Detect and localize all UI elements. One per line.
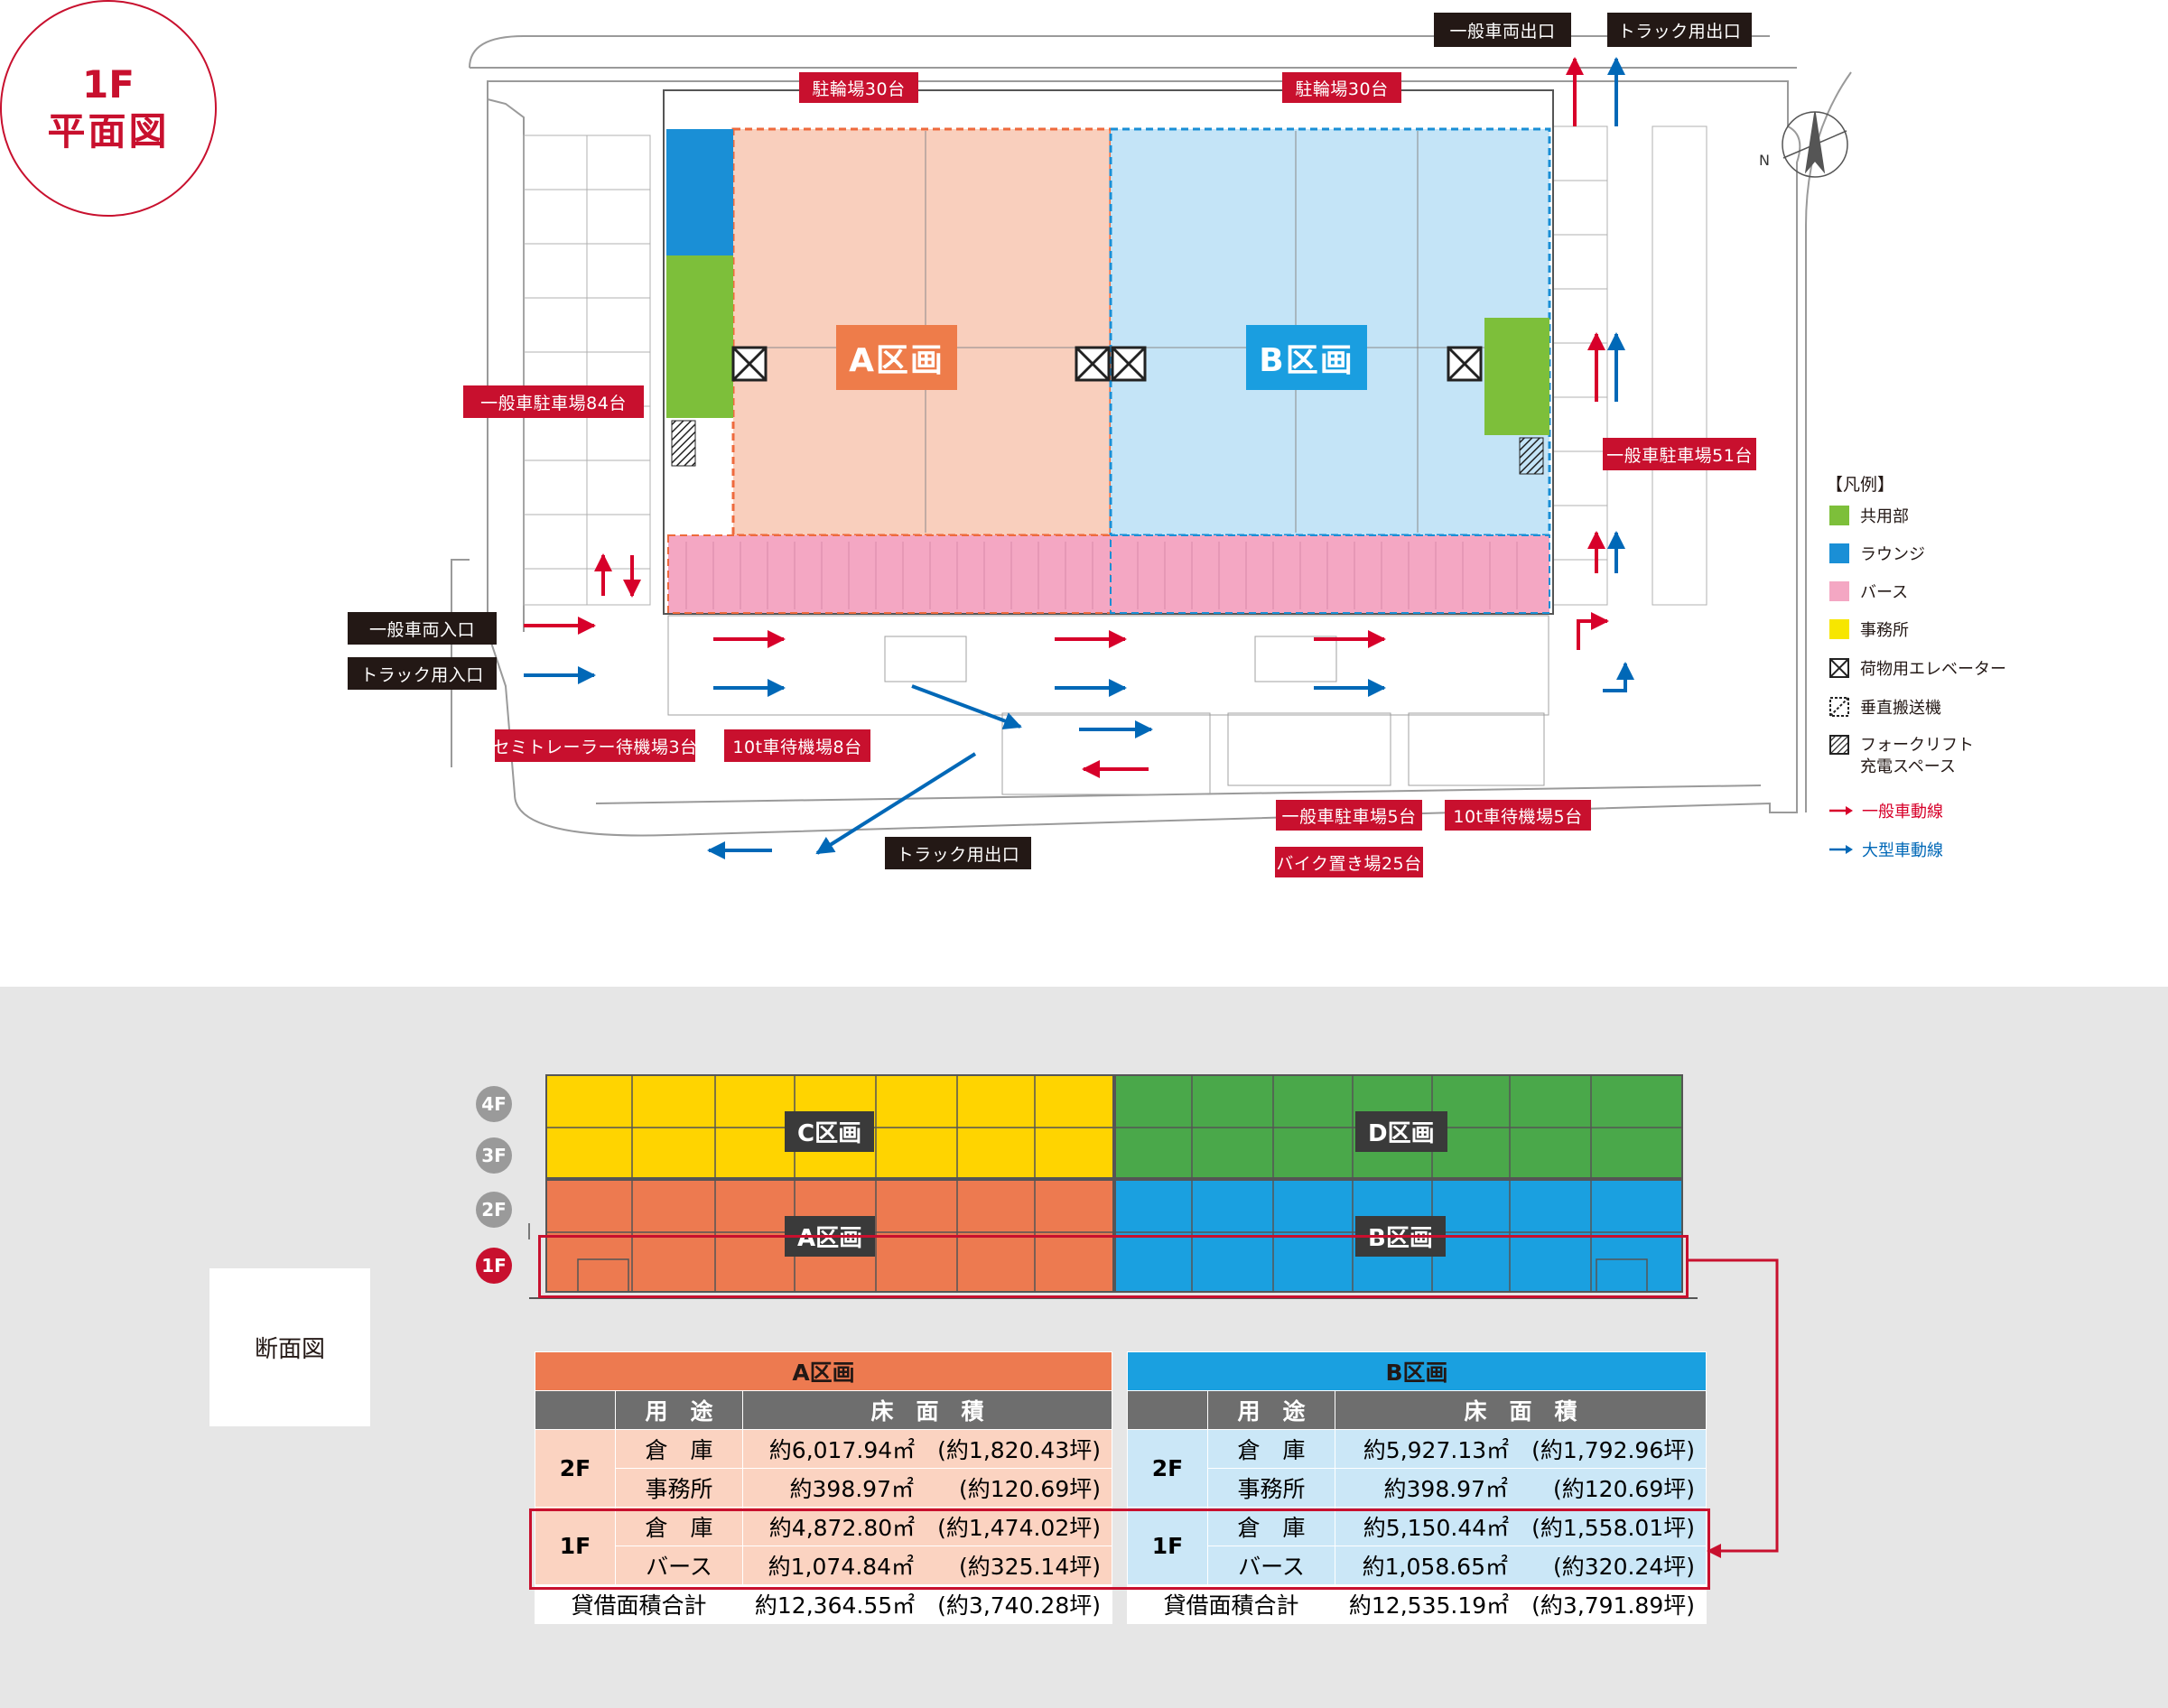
common-area-a	[666, 255, 733, 418]
badge-bike-25: バイク置き場25台	[1275, 847, 1423, 877]
badge-truck-exit-top: トラック用出口	[1607, 13, 1752, 47]
legend-item-forklift: フォークリフト 充電スペース	[1829, 735, 1974, 778]
legend-item-common: 共用部	[1829, 504, 1909, 527]
section-drawing-lines	[528, 1074, 1698, 1299]
section-caption: 断面図	[254, 1336, 325, 1363]
table-a-row-area: 約6,017.94㎡ (約1,820.43坪)	[742, 1429, 1112, 1469]
legend-item-general-flow: 一般車動線	[1829, 799, 1943, 822]
table-a-col-area: 床 面 積	[742, 1390, 1112, 1430]
floor-badge-2f: 2F	[476, 1192, 512, 1228]
badge-bike-b: 駐輪場30台	[1282, 72, 1401, 103]
section-label-d: D区画	[1355, 1111, 1447, 1152]
table-a-row-area: 約398.97㎡ (約120.69坪)	[742, 1468, 1112, 1508]
table-a-col-use: 用 途	[615, 1390, 743, 1430]
lounge-area	[666, 129, 733, 255]
table-b-col-area: 床 面 積	[1335, 1390, 1707, 1430]
floor-title-text: 平面図	[47, 109, 170, 153]
floor-plan-drawing	[451, 35, 1852, 859]
table-a-total-label: 貸借面積合計	[535, 1584, 743, 1624]
large-vehicle-flow	[524, 57, 1634, 859]
floor-title-badge: 1F 平面図	[0, 0, 217, 217]
section-1f-highlight	[538, 1235, 1689, 1298]
table-b-corner	[1127, 1390, 1208, 1430]
table-a-row-area: 約1,074.84㎡ (約325.14坪)	[742, 1546, 1112, 1585]
badge-truck-entry: トラック用入口	[348, 657, 497, 690]
legend-swatch-berth	[1829, 581, 1849, 601]
north-compass	[1782, 111, 1848, 178]
legend-swatch-lounge	[1829, 543, 1849, 563]
table-a-row-use: バース	[615, 1546, 743, 1585]
legend-title: 【凡例】	[1826, 475, 1895, 495]
badge-parking-84: 一般車駐車場84台	[463, 385, 644, 418]
table-b-row-area: 約1,058.65㎡ (約320.24坪)	[1335, 1546, 1707, 1585]
table-b-col-use: 用 途	[1207, 1390, 1335, 1430]
legend-item-office: 事務所	[1829, 617, 1909, 641]
berth-a	[667, 534, 1112, 614]
table-a-header: A区画	[535, 1351, 1112, 1391]
table-b-header: B区画	[1127, 1351, 1707, 1391]
table-b-total-area: 約12,535.19㎡ (約3,791.89坪)	[1335, 1584, 1707, 1624]
table-a-row-use: 事務所	[615, 1468, 743, 1508]
table-b-total-label: 貸借面積合計	[1127, 1584, 1335, 1624]
table-b-row-area: 約5,927.13㎡ (約1,792.96坪)	[1335, 1429, 1707, 1469]
badge-parking-51: 一般車駐車場51台	[1603, 438, 1756, 470]
table-b-row-use: 事務所	[1207, 1468, 1335, 1508]
table-a-total-area: 約12,364.55㎡ (約3,740.28坪)	[742, 1584, 1112, 1624]
forklift-charge-b	[1519, 437, 1544, 475]
forklift-charge-icon	[1829, 735, 1849, 755]
legend-item-large-flow: 大型車動線	[1829, 838, 1943, 861]
table-1f-highlight	[529, 1508, 1710, 1590]
general-vehicle-flow	[524, 57, 1609, 778]
table-b-row-area: 約5,150.44㎡ (約1,558.01坪)	[1335, 1507, 1707, 1546]
table-b-row-area: 約398.97㎡ (約120.69坪)	[1335, 1468, 1707, 1508]
elevator-icon	[1829, 658, 1849, 678]
floor-badge-1f: 1F	[476, 1248, 512, 1284]
badge-general-entry: 一般車両入口	[348, 612, 497, 645]
zone-a-label: A区画	[836, 325, 957, 390]
table-a-row-use: 倉 庫	[615, 1507, 743, 1546]
section-label-c: C区画	[785, 1111, 875, 1152]
badge-general-exit: 一般車両出口	[1434, 13, 1571, 47]
legend-item-elevator: 荷物用エレベーター	[1829, 656, 2006, 680]
section-caption-box: 断面図	[209, 1268, 370, 1426]
badge-truck-exit-bottom: トラック用出口	[885, 837, 1031, 869]
forklift-charge-a	[671, 420, 696, 467]
badge-parking-5: 一般車駐車場5台	[1276, 800, 1422, 831]
legend-swatch-common	[1829, 506, 1849, 525]
table-b-row-use: バース	[1207, 1546, 1335, 1585]
arrow-icon	[1829, 806, 1853, 815]
arrow-icon	[1829, 845, 1853, 854]
floor-title-number: 1F	[82, 62, 135, 107]
badge-bike-a: 駐輪場30台	[799, 72, 918, 103]
north-label: N	[1759, 152, 1770, 169]
table-b-floor-2f: 2F	[1127, 1429, 1208, 1508]
floor-badge-3f: 3F	[476, 1137, 512, 1174]
floor-badge-4f: 4F	[476, 1086, 512, 1122]
table-b-row-use: 倉 庫	[1207, 1429, 1335, 1469]
table-a-floor-2f: 2F	[535, 1429, 616, 1508]
legend-item-berth: バース	[1829, 580, 1908, 603]
left-parking-lines	[523, 135, 651, 606]
elevator-icon	[731, 346, 1483, 382]
badge-10t-wait-5: 10t車待機場5台	[1445, 800, 1591, 831]
zone-b-label: B区画	[1246, 325, 1367, 390]
legend-swatch-office	[1829, 619, 1849, 639]
table-a-corner	[535, 1390, 616, 1430]
vertical-conveyor-icon	[1829, 697, 1849, 717]
table-a-row-use: 倉 庫	[615, 1429, 743, 1469]
table-b-row-use: 倉 庫	[1207, 1507, 1335, 1546]
area-table-b: B区画 用 途 床 面 積 2F 倉 庫 約5,927.13㎡ (約1,792.…	[1127, 1351, 1707, 1624]
berth-b	[1110, 534, 1550, 614]
area-table-a: A区画 用 途 床 面 積 2F 倉 庫 約6,017.94㎡ (約1,820.…	[535, 1351, 1112, 1624]
badge-semi-trailer-wait: セミトレーラー待機場3台	[492, 729, 697, 762]
badge-10t-wait-8: 10t車待機場8台	[724, 729, 870, 762]
common-area-b	[1484, 318, 1549, 435]
legend-item-lounge: ラウンジ	[1829, 542, 1925, 565]
legend-item-vertical-conveyor: 垂直搬送機	[1829, 695, 1941, 719]
